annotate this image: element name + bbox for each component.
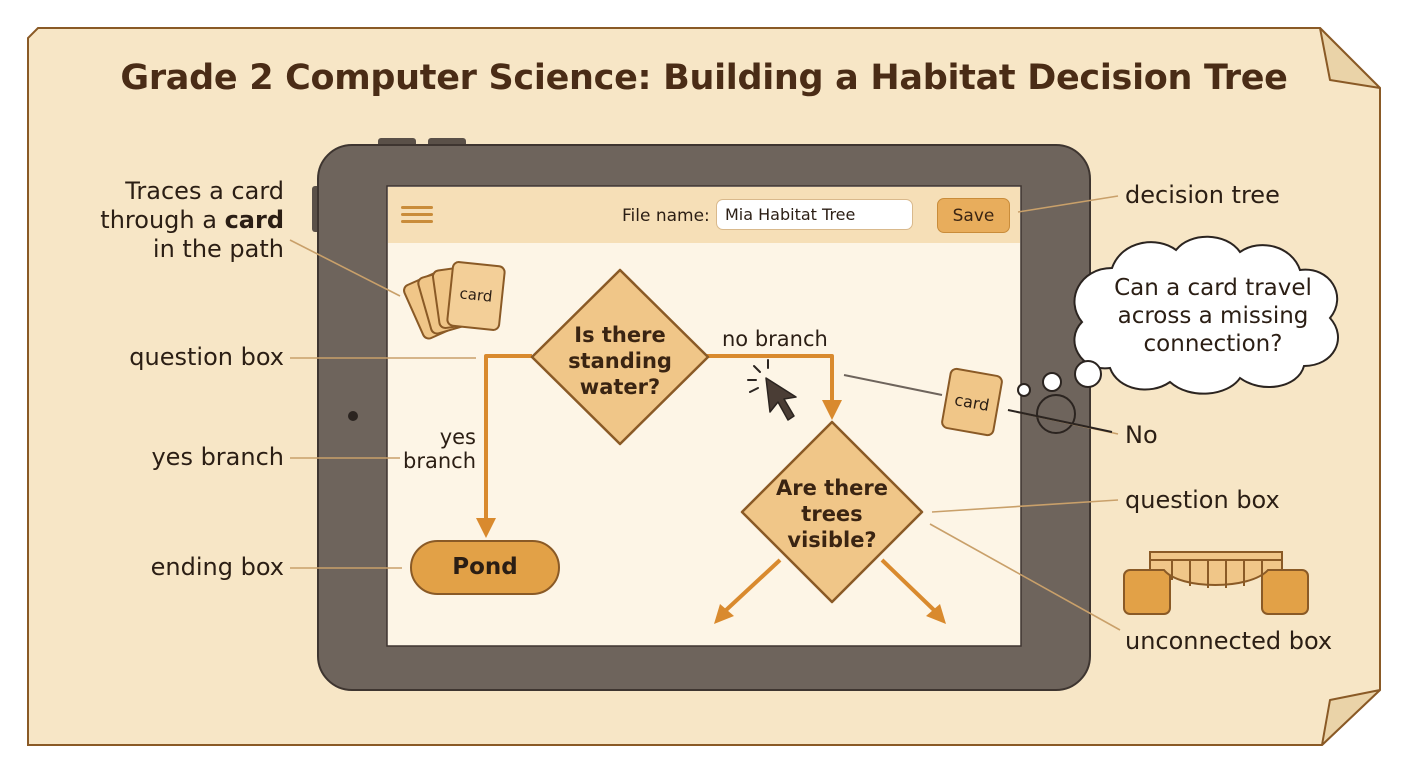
q2-line1: Are there bbox=[776, 476, 888, 500]
leader-no-dark bbox=[843, 374, 943, 396]
callout-traces-line3: in the path bbox=[152, 235, 284, 263]
thought-bubble-text: Can a card travel across a missing conne… bbox=[1100, 274, 1326, 358]
callout-unconnected-box: unconnected box bbox=[1125, 627, 1333, 655]
save-button[interactable]: Save bbox=[937, 198, 1010, 233]
page-title: Grade 2 Computer Science: Building a Hab… bbox=[120, 58, 1288, 98]
callout-question-box-left: question box bbox=[129, 343, 284, 371]
hamburger-menu-icon[interactable] bbox=[401, 202, 435, 230]
q1-line3: water? bbox=[579, 375, 661, 399]
leader-no-dark-2 bbox=[1007, 409, 1113, 433]
loose-card bbox=[941, 367, 1003, 437]
question-node-water[interactable]: Is there standing water? bbox=[552, 322, 688, 400]
q1-diamond bbox=[530, 268, 710, 446]
no-branch-label: no branch bbox=[722, 327, 828, 351]
tablet-toolbar bbox=[388, 187, 1020, 243]
q1-line1: Is there bbox=[574, 323, 666, 347]
paper-fold-bottom bbox=[1321, 689, 1381, 746]
cursor-icon bbox=[747, 359, 797, 421]
callout-yes-branch: yes branch bbox=[151, 443, 284, 471]
callout-traces-line2-bold: card bbox=[224, 206, 284, 234]
q2-line2: trees bbox=[801, 502, 863, 526]
tablet-camera bbox=[348, 411, 358, 421]
callout-ending-box: ending box bbox=[150, 553, 284, 581]
bridge-icon bbox=[1123, 551, 1309, 615]
yes-line2: branch bbox=[403, 449, 476, 473]
arrowhead-q2-right bbox=[926, 604, 946, 624]
callout-no: No bbox=[1125, 421, 1158, 449]
arrowhead-q2-left bbox=[714, 604, 734, 624]
ending-node-pond[interactable]: Pond bbox=[410, 540, 560, 595]
callout-traces-card: Traces a card through a card in the path bbox=[90, 177, 284, 264]
thought-line3: connection? bbox=[1143, 331, 1283, 357]
file-name-label: File name: bbox=[622, 206, 710, 226]
callout-question-box-right: question box bbox=[1125, 486, 1280, 514]
yes-line1: yes bbox=[439, 425, 476, 449]
arrowhead-yes bbox=[476, 518, 496, 538]
question-node-trees[interactable]: Are there trees visible? bbox=[762, 475, 902, 553]
q2-diamond bbox=[740, 420, 924, 604]
yes-branch-label: yes branch bbox=[390, 425, 476, 473]
thought-line2: across a missing bbox=[1117, 303, 1309, 329]
thought-bubble-cloud bbox=[1017, 235, 1339, 397]
callout-decision-tree: decision tree bbox=[1125, 181, 1280, 209]
q2-line3: visible? bbox=[787, 528, 877, 552]
callout-traces-line2-text: through a bbox=[100, 206, 225, 234]
thought-line1: Can a card travel bbox=[1114, 275, 1312, 301]
arrowhead-no bbox=[822, 400, 842, 420]
file-name-input[interactable] bbox=[716, 199, 913, 230]
callout-traces-line1: Traces a card bbox=[125, 177, 284, 205]
q1-line2: standing bbox=[568, 349, 672, 373]
paper-fold-top bbox=[1319, 27, 1381, 89]
callout-traces-line2: through a card bbox=[90, 206, 284, 235]
tablet-home-button bbox=[1036, 394, 1076, 434]
